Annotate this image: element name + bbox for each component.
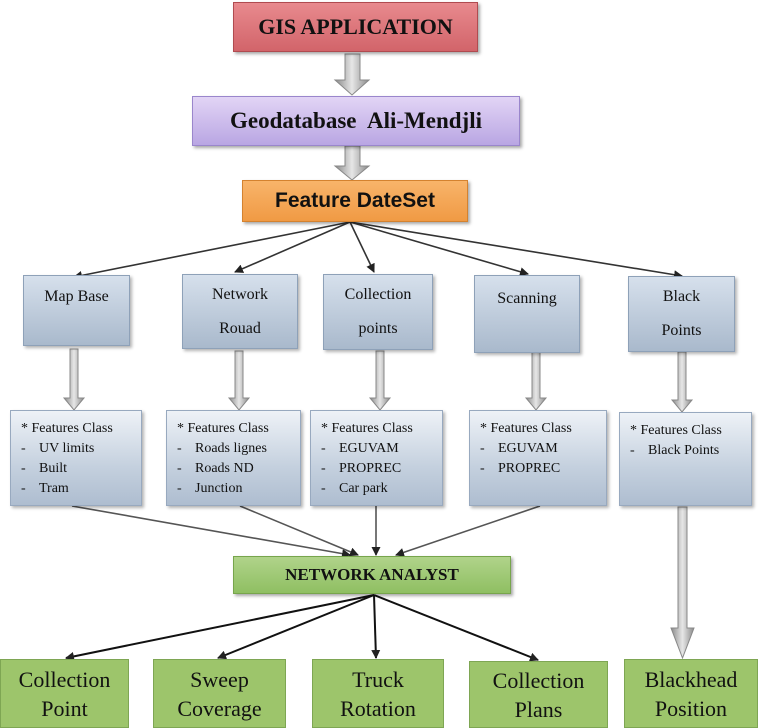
category-label-2: Rouad [219,319,261,337]
link-dataset-collection [349,221,375,273]
output-blackhead-position: Blackhead Position [624,659,758,728]
link-analyst-out4 [373,594,539,662]
feature-class-network-road: * Features Class Roads lignes Roads ND J… [166,410,301,506]
feature-class-item: Built [21,459,113,479]
category-label: Map Base [44,288,109,305]
output-label-2: Plans [514,696,563,722]
feature-class-map-base: * Features Class UV limits Built Tram [10,410,142,506]
category-label: Black [662,288,701,305]
arrow-mapbase-fc [62,348,86,411]
feature-class-item: PROPREC [321,459,413,479]
category-collection-points: Collection points [323,274,433,350]
category-label-2: points [358,320,398,337]
gis-application-box: GIS APPLICATION [233,2,478,52]
output-label-2: Rotation [340,695,416,721]
output-label-2: Position [654,695,728,721]
output-label: Collection [492,667,585,693]
feature-class-item: Junction [177,479,269,499]
link-fc2-analyst [239,505,359,557]
category-label-2: Points [661,322,702,339]
output-label: Truck [352,666,404,692]
link-dataset-scanning [349,221,529,277]
feature-class-item: EGUVAM [321,439,413,459]
feature-class-item: Roads lignes [177,439,269,459]
link-fc4-analyst [395,505,541,557]
link-analyst-out2 [217,594,375,660]
arrow-geodatabase-to-dataset [333,145,371,181]
category-scanning: Scanning [474,275,580,353]
feature-dataset-box: Feature DateSet [242,180,468,222]
link-dataset-network [234,221,351,273]
geodatabase-box: Geodatabase Ali-Mendjli [192,96,520,146]
link-analyst-out1 [65,594,375,661]
category-label: Collection [344,286,412,303]
output-sweep-coverage: Sweep Coverage [153,659,286,728]
feature-class-header: * Features Class [321,421,413,436]
output-label: Blackhead [644,666,738,692]
category-black-points: Black Points [628,276,735,352]
feature-class-item: EGUVAM [480,439,572,459]
category-network-road: Network Rouad [182,274,298,349]
feature-class-collection-points: * Features Class EGUVAM PROPREC Car park [310,410,443,506]
feature-class-item: Car park [321,479,413,499]
arrow-black-fc [670,351,694,413]
category-label: Network [212,285,268,303]
output-label-2: Point [41,695,88,721]
feature-class-header: * Features Class [177,421,269,436]
feature-class-item: Tram [21,479,113,499]
feature-class-item: PROPREC [480,459,572,479]
feature-class-item: Roads ND [177,459,269,479]
output-collection-plans: Collection Plans [469,661,608,728]
output-truck-rotation: Truck Rotation [312,659,444,728]
network-analyst-box: NETWORK ANALYST [233,556,511,594]
feature-class-header: * Features Class [480,421,572,436]
arrow-black-to-blackhead [670,506,695,660]
feature-class-item: Black Points [630,441,722,461]
output-collection-point: Collection Point [0,659,129,728]
arrow-network-fc [227,350,251,411]
link-dataset-mapbase [73,221,351,280]
category-map-base: Map Base [23,275,130,346]
link-analyst-out3 [371,594,381,659]
feature-class-item: UV limits [21,439,113,459]
arrow-collection-fc [368,350,392,411]
link-fc1-analyst [71,505,351,559]
feature-class-scanning: * Features Class EGUVAM PROPREC [469,410,607,506]
output-label-2: Coverage [177,695,262,721]
feature-class-header: * Features Class [630,423,722,438]
arrow-scanning-fc [524,351,548,411]
arrow-app-to-geodatabase [333,53,371,96]
category-label: Scanning [497,290,557,307]
link-dataset-black [349,221,683,280]
output-label: Collection [18,666,111,692]
feature-class-header: * Features Class [21,421,113,436]
output-label: Sweep [190,666,249,692]
feature-class-black-points: * Features Class Black Points [619,412,752,506]
